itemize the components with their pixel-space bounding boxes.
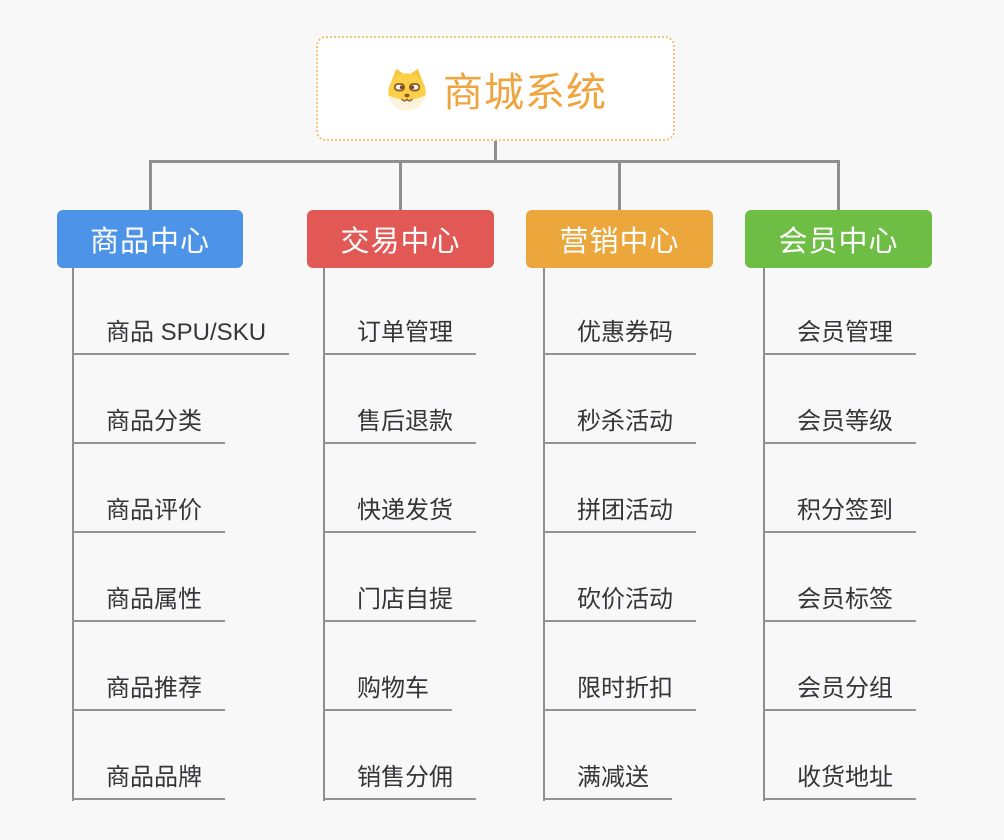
doge-icon — [384, 66, 430, 112]
leaf-node[interactable]: 限时折扣 — [543, 673, 696, 711]
leaf-node[interactable]: 会员标签 — [763, 584, 916, 622]
root-node[interactable]: 商城系统 — [316, 36, 675, 141]
leaf-node[interactable]: 购物车 — [323, 673, 452, 711]
connector-trunk-product — [72, 268, 74, 801]
leaf-node[interactable]: 销售分佣 — [323, 762, 476, 800]
leaf-node[interactable]: 拼团活动 — [543, 495, 696, 533]
leaf-node[interactable]: 秒杀活动 — [543, 406, 696, 444]
connector-root-stub — [494, 140, 497, 162]
leaf-node[interactable]: 快递发货 — [323, 495, 476, 533]
connector-drop-marketing — [618, 160, 621, 210]
leaf-node[interactable]: 会员分组 — [763, 673, 916, 711]
leaf-node[interactable]: 商品评价 — [72, 495, 225, 533]
branch-label: 商品中心 — [89, 226, 210, 258]
branch-label: 交易中心 — [340, 226, 461, 258]
connector-trunk-member — [763, 268, 765, 801]
branch-node-product-center[interactable]: 商品中心 — [57, 210, 243, 268]
leaf-node[interactable]: 会员管理 — [763, 317, 916, 355]
root-node-label: 商城系统 — [443, 70, 607, 115]
leaf-node[interactable]: 订单管理 — [323, 317, 476, 355]
leaf-node[interactable]: 售后退款 — [323, 406, 476, 444]
leaf-node[interactable]: 砍价活动 — [543, 584, 696, 622]
branch-label: 营销中心 — [559, 226, 680, 258]
branch-node-trade-center[interactable]: 交易中心 — [307, 210, 494, 268]
branch-label: 会员中心 — [778, 226, 899, 258]
leaf-node[interactable]: 商品 SPU/SKU — [72, 317, 290, 355]
leaf-node[interactable]: 商品分类 — [72, 406, 225, 444]
leaf-node[interactable]: 商品品牌 — [72, 762, 225, 800]
leaf-node[interactable]: 积分签到 — [763, 495, 916, 533]
leaf-node[interactable]: 商品推荐 — [72, 673, 225, 711]
leaf-node[interactable]: 优惠券码 — [543, 317, 696, 355]
branch-node-marketing-center[interactable]: 营销中心 — [526, 210, 713, 268]
leaf-node[interactable]: 会员等级 — [763, 406, 916, 444]
connector-drop-trade — [399, 160, 402, 210]
connector-trunk-marketing — [543, 268, 545, 801]
leaf-node[interactable]: 门店自提 — [323, 584, 476, 622]
leaf-node[interactable]: 满减送 — [543, 762, 672, 800]
connector-bus — [149, 160, 840, 163]
leaf-node[interactable]: 收货地址 — [763, 762, 916, 800]
connector-drop-member — [837, 160, 840, 210]
branch-node-member-center[interactable]: 会员中心 — [745, 210, 932, 268]
connector-drop-product — [149, 160, 152, 210]
leaf-node[interactable]: 商品属性 — [72, 584, 225, 622]
connector-trunk-trade — [323, 268, 325, 801]
